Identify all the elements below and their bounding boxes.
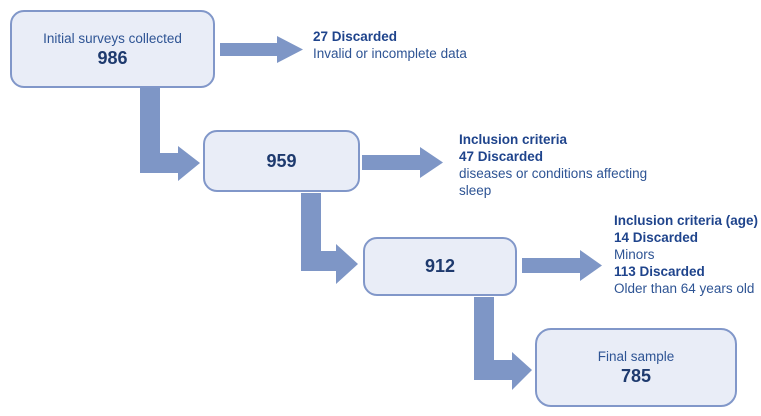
- flow-box-label: Final sample: [597, 349, 675, 364]
- arrow-right-discard-2-icon: [362, 147, 443, 178]
- annotation-line: diseases or conditions affecting: [459, 166, 648, 181]
- flow-box-value: 912: [424, 256, 456, 276]
- annotation-line: 14 Discarded: [614, 230, 699, 245]
- annotation-line: Invalid or incomplete data: [313, 46, 467, 61]
- arrow-right-discard-1-icon: [220, 36, 303, 63]
- arrow-elbow-box1-to-box2-icon: [140, 88, 200, 181]
- annotation-line: 27 Discarded: [313, 29, 398, 44]
- flow-box-initial-surveys: Initial surveys collected 986: [10, 10, 215, 88]
- arrow-elbow-box3-to-box4-icon: [474, 297, 532, 390]
- annotation-line: Minors: [614, 247, 655, 262]
- flow-box-final-sample: Final sample 785: [535, 328, 737, 407]
- annotation-line: sleep: [459, 183, 492, 198]
- discard-note-3: Inclusion criteria (age) 14 Discarded Mi…: [614, 212, 758, 297]
- annotation-line: 113 Discarded: [614, 264, 705, 279]
- annotation-line: Inclusion criteria: [459, 132, 568, 147]
- arrow-right-discard-3-icon: [522, 250, 602, 281]
- flow-box-label: Initial surveys collected: [43, 30, 182, 46]
- flow-box-912: 912: [363, 237, 517, 296]
- flow-box-value: 959: [266, 150, 297, 171]
- discard-note-1: 27 Discarded Invalid or incomplete data: [313, 28, 467, 62]
- discard-note-2: Inclusion criteria 47 Discarded diseases…: [459, 131, 647, 199]
- flow-box-value: 986: [97, 47, 128, 68]
- flow-box-959: 959: [203, 130, 360, 192]
- annotation-line: Inclusion criteria (age): [614, 213, 759, 228]
- arrow-elbow-box2-to-box3-icon: [301, 193, 358, 284]
- annotation-line: Older than 64 years old: [614, 281, 755, 296]
- annotation-line: 47 Discarded: [459, 149, 544, 164]
- flow-box-value: 785: [620, 366, 652, 386]
